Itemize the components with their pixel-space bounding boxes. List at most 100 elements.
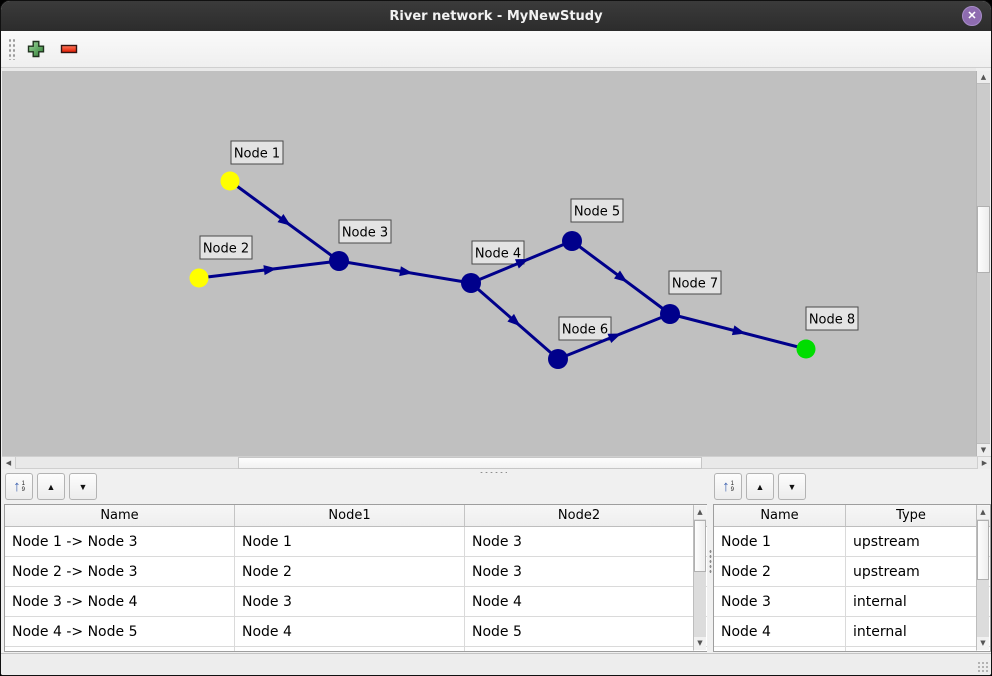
toolbar-drag-handle[interactable] bbox=[8, 38, 15, 60]
canvas-vscroll-thumb[interactable] bbox=[977, 206, 990, 273]
svg-text:Node 1: Node 1 bbox=[234, 147, 280, 162]
table-cell[interactable]: Node 2 -> Node 3 bbox=[5, 557, 235, 586]
scroll-right-icon[interactable]: ▶ bbox=[977, 457, 991, 469]
table-cell[interactable]: Node 2 bbox=[714, 557, 846, 586]
plus-icon bbox=[27, 40, 45, 58]
empty-row bbox=[714, 647, 990, 651]
nodes-table-scrollbar[interactable]: ▲ ▼ bbox=[976, 506, 989, 650]
links-move-up-button[interactable]: ▲ bbox=[37, 473, 65, 500]
down-triangle-icon: ▼ bbox=[787, 481, 797, 492]
table-cell[interactable]: Node 4 bbox=[714, 617, 846, 646]
canvas-vertical-scrollbar[interactable]: ▲ ▼ bbox=[976, 71, 990, 456]
table-cell[interactable]: Node 1 bbox=[714, 527, 846, 556]
table-cell[interactable]: internal bbox=[846, 617, 977, 646]
node-node6[interactable] bbox=[548, 349, 568, 369]
scroll-up-icon[interactable]: ▲ bbox=[977, 71, 990, 84]
main-toolbar bbox=[1, 31, 991, 68]
remove-button[interactable] bbox=[56, 36, 82, 62]
down-triangle-icon: ▼ bbox=[78, 481, 88, 492]
vertical-splitter[interactable] bbox=[707, 504, 713, 652]
table-cell[interactable]: Node 3 -> Node 4 bbox=[5, 587, 235, 616]
node-node7[interactable] bbox=[660, 304, 680, 324]
table-cell[interactable]: Node 3 bbox=[465, 527, 694, 556]
nodes-move-down-button[interactable]: ▼ bbox=[778, 473, 806, 500]
empty-cell bbox=[465, 647, 694, 651]
links-sort-button[interactable]: ↑ 1 9 bbox=[5, 473, 33, 500]
column-header-node2[interactable]: Node2 bbox=[465, 505, 694, 526]
svg-text:Node 2: Node 2 bbox=[203, 242, 249, 257]
node-node1[interactable] bbox=[220, 171, 240, 191]
nodes-sort-button[interactable]: ↑ 1 9 bbox=[714, 473, 742, 500]
horizontal-splitter[interactable] bbox=[1, 469, 991, 476]
table-cell[interactable]: Node 4 bbox=[235, 617, 465, 646]
edge-arrow-icon bbox=[507, 313, 521, 327]
table-cell[interactable]: Node 1 -> Node 3 bbox=[5, 527, 235, 556]
table-cell[interactable]: Node 3 bbox=[714, 587, 846, 616]
close-button[interactable]: ✕ bbox=[962, 6, 982, 26]
node-label: Node 5 bbox=[570, 198, 624, 223]
scroll-up-icon[interactable]: ▲ bbox=[694, 506, 706, 519]
empty-cell bbox=[5, 647, 235, 651]
window-resize-grip[interactable] bbox=[977, 661, 988, 672]
table-cell[interactable]: upstream bbox=[846, 557, 977, 586]
column-header-type[interactable]: Type bbox=[846, 505, 977, 526]
table-cell[interactable]: Node 4 bbox=[465, 587, 694, 616]
up-triangle-icon: ▲ bbox=[46, 481, 56, 492]
status-strip bbox=[1, 653, 991, 675]
nodes-move-up-button[interactable]: ▲ bbox=[746, 473, 774, 500]
node-label: Node 6 bbox=[558, 316, 612, 341]
canvas-horizontal-scrollbar[interactable]: ◀ ▶ bbox=[2, 456, 991, 469]
empty-row bbox=[5, 647, 707, 651]
table-cell[interactable]: Node 5 bbox=[465, 617, 694, 646]
edge-arrow-icon bbox=[515, 258, 529, 269]
table-cell[interactable]: Node 4 -> Node 5 bbox=[5, 617, 235, 646]
add-button[interactable] bbox=[23, 36, 49, 62]
table-cell[interactable]: Node 3 bbox=[465, 557, 694, 586]
table-cell[interactable]: Node 2 bbox=[235, 557, 465, 586]
edge-arrow-icon bbox=[607, 333, 622, 343]
node-node3[interactable] bbox=[329, 251, 349, 271]
node-label: Node 7 bbox=[668, 270, 722, 295]
links-move-down-button[interactable]: ▼ bbox=[69, 473, 97, 500]
table-cell[interactable]: upstream bbox=[846, 527, 977, 556]
column-header-name[interactable]: Name bbox=[714, 505, 846, 526]
edge-arrow-icon bbox=[614, 270, 628, 283]
node-node4[interactable] bbox=[461, 273, 481, 293]
scroll-left-icon[interactable]: ◀ bbox=[2, 457, 16, 469]
table-cell[interactable]: Node 1 bbox=[235, 527, 465, 556]
table-cell[interactable]: Node 3 bbox=[235, 587, 465, 616]
node-node8[interactable] bbox=[796, 339, 816, 359]
links-scroll-thumb[interactable] bbox=[694, 520, 706, 572]
edge-arrow-icon bbox=[263, 265, 277, 276]
svg-text:Node 3: Node 3 bbox=[342, 226, 388, 241]
scroll-up-icon[interactable]: ▲ bbox=[977, 506, 989, 519]
splitter-grip-dots bbox=[709, 549, 712, 575]
scroll-down-icon[interactable]: ▼ bbox=[977, 443, 990, 456]
column-header-node1[interactable]: Node1 bbox=[235, 505, 465, 526]
canvas-hscroll-thumb[interactable] bbox=[238, 457, 702, 469]
scroll-down-icon[interactable]: ▼ bbox=[694, 637, 706, 650]
network-canvas[interactable]: Node 1 Node 2 Node 3 Node 4 Node 5 Node 6 Node… bbox=[2, 68, 976, 456]
table-cell[interactable]: internal bbox=[846, 587, 977, 616]
column-header-name[interactable]: Name bbox=[5, 505, 235, 526]
links-table-scrollbar[interactable]: ▲ ▼ bbox=[693, 506, 706, 650]
titlebar[interactable]: River network - MyNewStudy ✕ bbox=[1, 1, 991, 31]
nodes-scroll-thumb[interactable] bbox=[977, 520, 989, 580]
node-node2[interactable] bbox=[189, 268, 209, 288]
svg-text:Node 6: Node 6 bbox=[562, 323, 608, 338]
svg-text:Node 4: Node 4 bbox=[475, 247, 521, 262]
scroll-down-icon[interactable]: ▼ bbox=[977, 637, 989, 650]
node-node5[interactable] bbox=[562, 231, 582, 251]
